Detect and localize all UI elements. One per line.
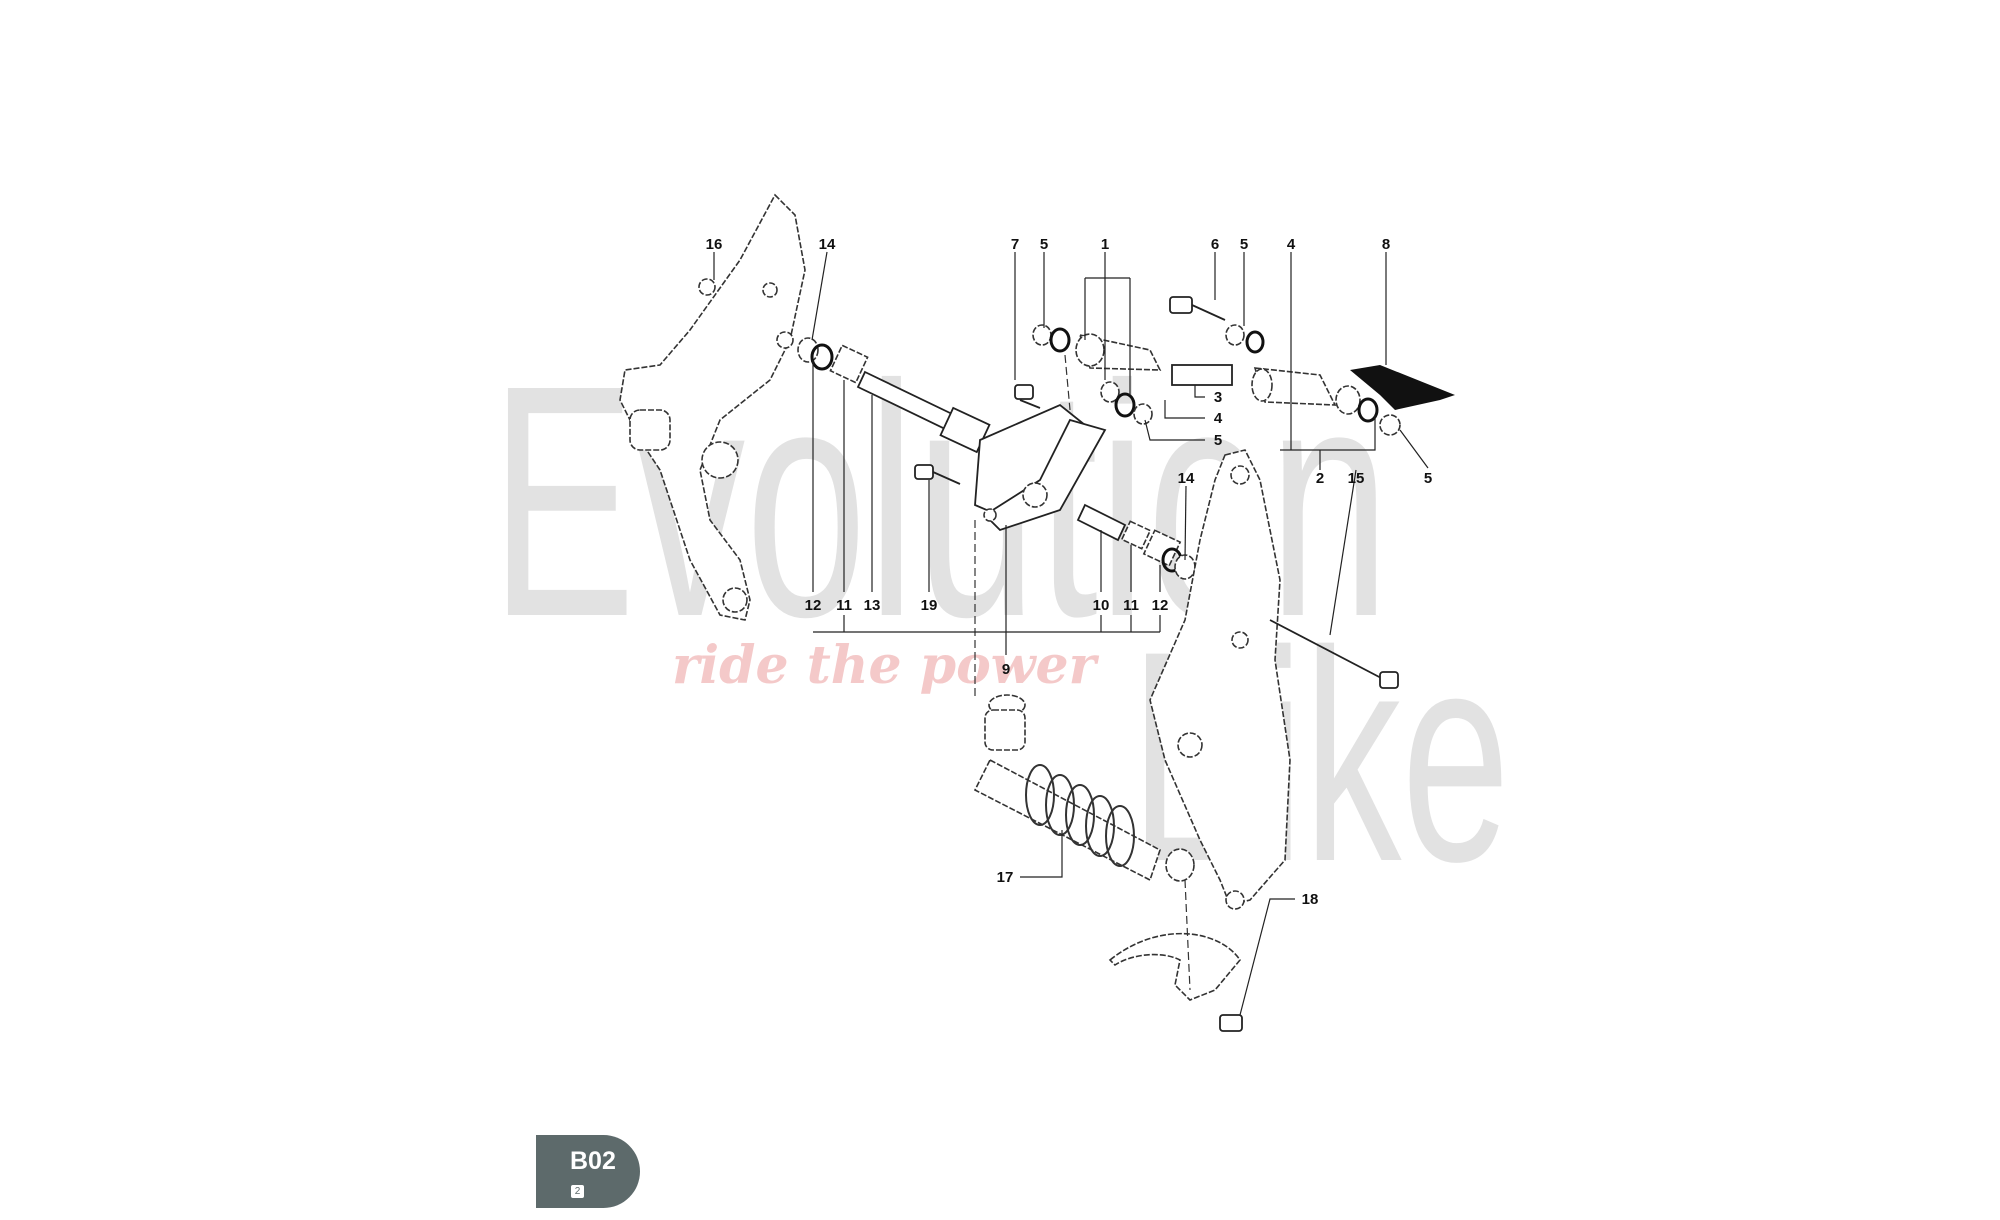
callout-4: 4 <box>1214 410 1223 427</box>
right-pivot-shaft <box>1076 503 1196 580</box>
part-19-bolt-shank <box>932 471 961 485</box>
callout-3: 3 <box>1214 389 1222 406</box>
part-7-bolt <box>1019 399 1041 409</box>
part-5-washer <box>1225 324 1245 346</box>
part-4-circlip <box>1245 330 1265 354</box>
page-number: 2 <box>571 1185 584 1198</box>
callout-16: 16 <box>706 236 723 253</box>
callout-8: 8 <box>1382 236 1390 253</box>
assembly-axes <box>974 354 1191 991</box>
callout-6: 6 <box>1211 236 1219 253</box>
callout-7: 7 <box>1011 236 1019 253</box>
part-2-rod-end-right <box>1251 367 1401 436</box>
callouts: 16 14 7 5 1 6 5 4 8 3 4 5 2 15 5 14 12 1… <box>706 236 1433 908</box>
part-6-bolt-shank <box>1191 304 1226 321</box>
part-17-shock-absorber <box>973 694 1195 882</box>
part-7-bolt-head <box>1014 384 1034 400</box>
callout-1: 1 <box>1101 236 1109 253</box>
callout-14: 14 <box>819 236 836 253</box>
left-pivot-shaft <box>797 337 991 454</box>
callout-5: 5 <box>1424 470 1432 487</box>
part-3-adjuster <box>1171 364 1233 386</box>
callout-12: 12 <box>1152 597 1169 614</box>
callout-15: 15 <box>1348 470 1365 487</box>
part-16-bush <box>698 278 716 296</box>
callout-11: 11 <box>836 597 852 614</box>
callout-5: 5 <box>1240 236 1248 253</box>
callout-18: 18 <box>1302 891 1319 908</box>
callout-19: 19 <box>921 597 938 614</box>
left-frame-bracket <box>619 193 806 621</box>
part-15-bolt-head <box>1379 671 1399 689</box>
part-9-rocker-link <box>974 403 1107 532</box>
callout-12: 12 <box>805 597 822 614</box>
callout-14: 14 <box>1178 470 1195 487</box>
callout-10: 10 <box>1093 597 1110 614</box>
callout-5: 5 <box>1040 236 1048 253</box>
part-6-bolt <box>1169 296 1193 314</box>
callout-9: 9 <box>1002 661 1010 678</box>
part-8-guard <box>1350 365 1455 410</box>
leader-lines <box>713 251 1429 1016</box>
callout-2: 2 <box>1316 470 1324 487</box>
callout-5: 5 <box>1214 432 1222 449</box>
shock-mount-plate <box>1108 932 1241 1001</box>
section-code: B02 <box>570 1147 616 1175</box>
watermark-tagline: ride the power <box>672 635 1100 696</box>
part-15-long-bolt <box>1269 619 1386 681</box>
right-frame-bracket <box>1149 449 1291 910</box>
part-18-bolt <box>1219 1014 1243 1032</box>
part-19-bolt <box>914 464 934 480</box>
page-section-badge: B02 2 <box>536 1135 640 1208</box>
callout-11: 11 <box>1123 597 1139 614</box>
callout-4: 4 <box>1287 236 1296 253</box>
part-1-rod-end-left <box>1032 324 1162 425</box>
callout-17: 17 <box>997 869 1014 886</box>
callout-13: 13 <box>864 597 881 614</box>
